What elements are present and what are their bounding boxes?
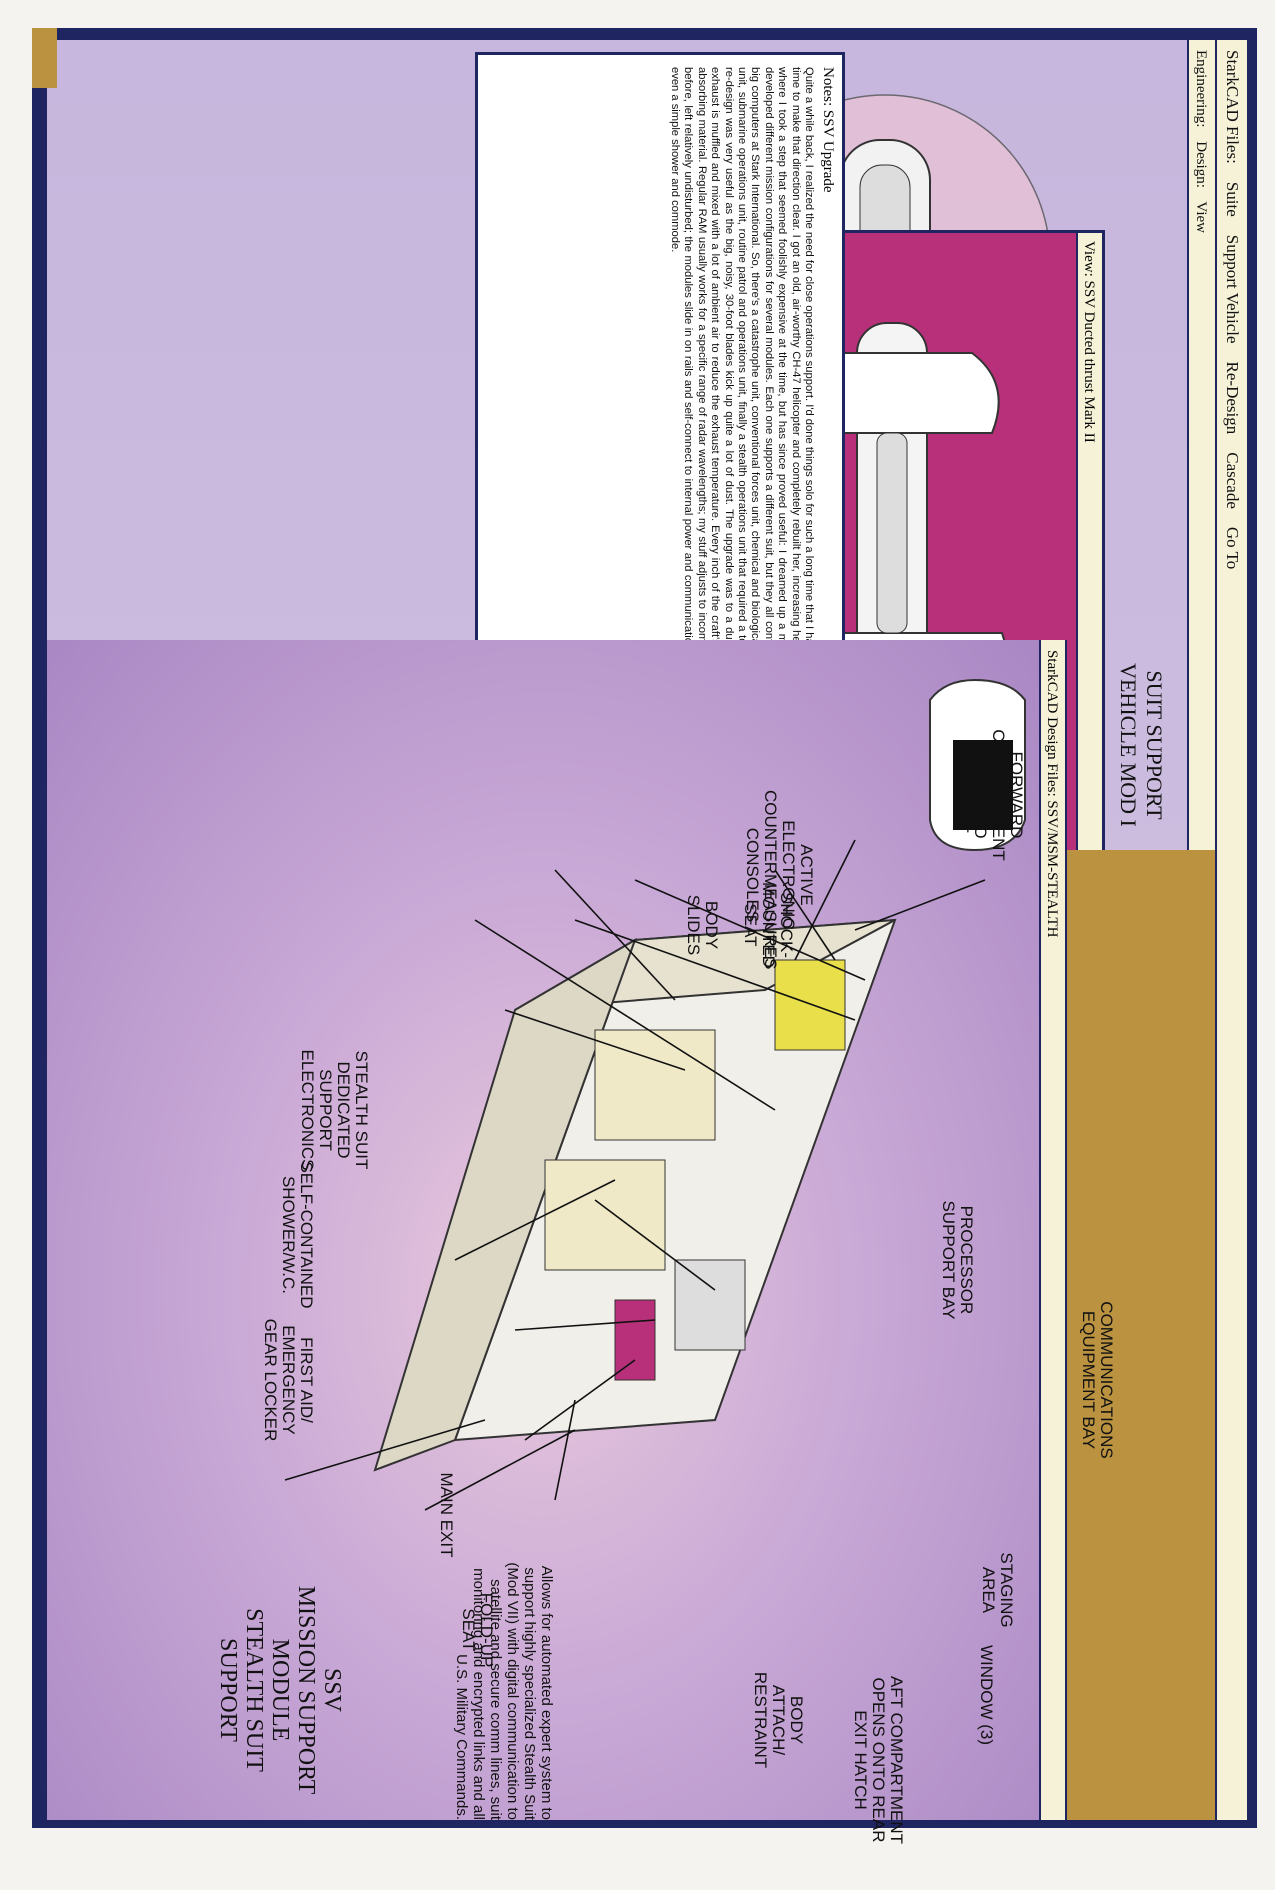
module-title: SSV MISSION SUPPORT MODULE STEALTH SUIT … [215,1560,345,1820]
callout-main-exit: MAIN EXIT [437,1472,456,1558]
module-title-line4: STEALTH SUIT SUPPORT [215,1608,267,1772]
callout-shock-mounted-seat: SHOCK-MOUNTED SEAT [741,882,796,968]
callout-shower: SELF-CONTAINED SHOWER/W.C. [279,1161,316,1309]
module-title-line1: SSV [319,1667,345,1713]
module-title-line2: MISSION SUPPORT [293,1585,319,1795]
callout-comms-bay: COMMUNICATIONS EQUIPMENT BAY [1079,1301,1116,1459]
callout-body-slides: BODY SLIDES [684,894,721,956]
module-title-line3: MODULE [267,1638,293,1742]
callout-processor-bay: PROCESSOR SUPPORT BAY [939,1200,976,1320]
callout-body-attach: BODY ATTACH/ RESTRAINT [751,1671,806,1769]
module-description: Allows for automated expert system to su… [453,1562,555,1820]
callout-first-aid: FIRST AID/ EMERGENCY GEAR LOCKER [261,1318,316,1442]
callout-window: WINDOW (3) [977,1644,996,1746]
callout-aft-compartment: AFT COMPARTMENT OPENS ONTO REAR EXIT HAT… [851,1675,906,1845]
callout-forward-compartment: FORWARD COMPARTMENT OPENS TO COCKPIT [953,729,1026,861]
